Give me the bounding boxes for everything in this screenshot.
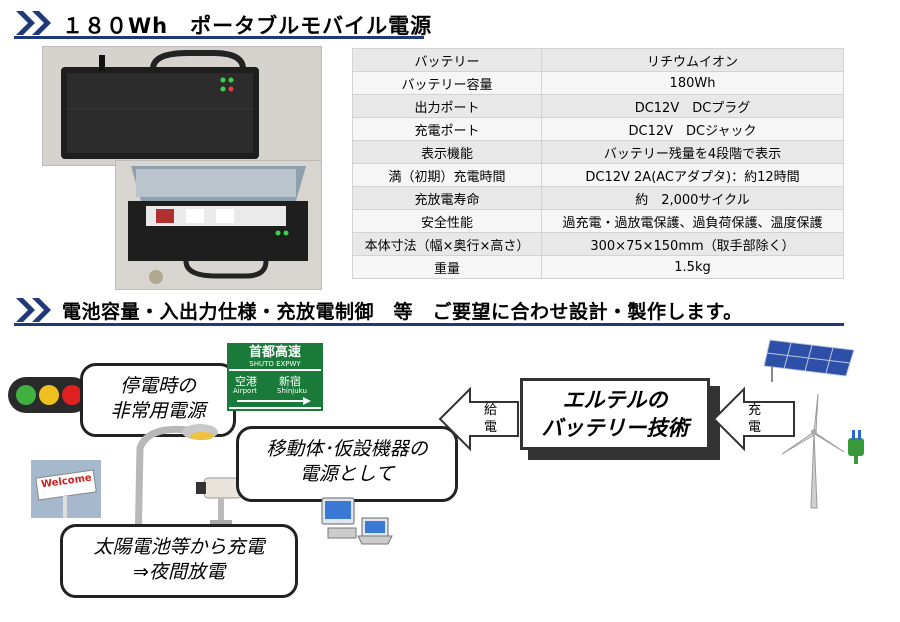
section-header-product: １８０Wh ポータブルモバイル電源 — [14, 8, 434, 39]
supply-arrow-icon — [438, 386, 519, 452]
bubble-text: 電源として — [299, 463, 395, 485]
double-chevron-icon — [16, 298, 51, 322]
center-title-line2: バッテリー技術 — [541, 416, 689, 440]
product-photo-open — [115, 160, 322, 290]
spec-value: 過充電・過放電保護、過負荷保護、温度保護 — [541, 209, 844, 233]
sign-right-en: Shinjuku — [277, 387, 307, 395]
bubble-text: 移動体･仮設機器の — [266, 438, 428, 460]
security-camera-icon — [196, 477, 243, 526]
table-row: バッテリーリチウムイオン — [352, 48, 844, 72]
welcome-sign: Welcome — [31, 460, 101, 518]
spec-value: DC12V DCプラグ — [541, 94, 844, 118]
billboard-icon — [31, 460, 101, 518]
spec-label: 表示機能 — [352, 140, 542, 164]
street-lamp-icon — [134, 424, 218, 549]
spec-value: 1.5kg — [541, 255, 844, 279]
spec-value: DC12V DCジャック — [541, 117, 844, 141]
charge-label: 充 電 — [748, 402, 761, 436]
spec-value: バッテリー残量を4段階で表示 — [541, 140, 844, 164]
spec-label: 安全性能 — [352, 209, 542, 233]
sign-left-en: Airport — [233, 387, 257, 395]
spec-label: 満（初期）充電時間 — [352, 163, 542, 187]
table-row: 充放電寿命約 2,000サイクル — [352, 186, 844, 210]
section-header-custom: 電池容量・入出力仕様・充放電制御 等 ご要望に合わせ設計・製作します。 — [14, 295, 854, 326]
header-rule — [14, 36, 424, 39]
product-title: １８０Wh ポータブルモバイル電源 — [62, 14, 433, 38]
spec-value: リチウムイオン — [541, 48, 844, 72]
sign-left-jp: 空港 — [235, 375, 257, 388]
charge-label-char: 電 — [748, 420, 762, 435]
highway-sign: 首都高速 SHUTO EXPWY 空港 Airport 新宿 Shinjuku — [227, 343, 323, 411]
bubble-text: ⇒夜間放電 — [133, 561, 225, 583]
sign-title: 首都高速 — [229, 345, 321, 360]
bubble-solar-charge: 太陽電池等から充電 ⇒夜間放電 — [60, 524, 298, 598]
spec-label: 重量 — [352, 255, 542, 279]
table-row: 本体寸法（幅×奥行×高さ）300×75×150mm（取手部除く） — [352, 232, 844, 256]
battery-case-closed-image — [43, 47, 321, 165]
bubble-text: 太陽電池等から充電 — [93, 536, 265, 558]
header-rule — [14, 323, 844, 326]
bubble-text: 停電時の — [119, 375, 196, 397]
spec-value: 180Wh — [541, 71, 844, 95]
traffic-light — [6, 373, 92, 417]
bubble-emergency-power: 停電時の 非常用電源 — [80, 363, 236, 437]
spec-label: 充電ポート — [352, 117, 542, 141]
spec-label: 本体寸法（幅×奥行×高さ） — [352, 232, 542, 256]
center-title-line1: エルテルの — [562, 388, 668, 412]
supply-label: 給 電 — [484, 402, 497, 436]
sign-right-jp: 新宿 — [279, 375, 301, 388]
bubble-mobile-power: 移動体･仮設機器の 電源として — [236, 426, 458, 502]
wind-turbine-icon — [781, 393, 845, 509]
supply-label-char: 電 — [484, 420, 498, 435]
spec-label: バッテリー — [352, 48, 542, 72]
charge-arrow-icon — [712, 386, 795, 452]
custom-design-title: 電池容量・入出力仕様・充放電制御 等 ご要望に合わせ設計・製作します。 — [62, 301, 743, 323]
product-photo-closed — [42, 46, 322, 166]
traffic-light-icon — [8, 377, 90, 413]
arrow-icon — [237, 397, 311, 405]
spec-label: バッテリー容量 — [352, 71, 542, 95]
solar-panel-icon — [763, 339, 855, 382]
sign-subtitle: SHUTO EXPWY — [229, 360, 321, 369]
bubble-text: 非常用電源 — [110, 400, 206, 422]
supply-label-char: 給 — [484, 403, 498, 418]
spec-value: 約 2,000サイクル — [541, 186, 844, 210]
battery-technology-box: エルテルの バッテリー技術 — [520, 378, 720, 460]
spec-label: 充放電寿命 — [352, 186, 542, 210]
spec-value: 300×75×150mm（取手部除く） — [541, 232, 844, 256]
charge-label-char: 充 — [748, 403, 762, 418]
table-row: 表示機能バッテリー残量を4段階で表示 — [352, 140, 844, 164]
power-plug-icon — [848, 430, 864, 464]
table-row: 安全性能過充電・過放電保護、過負荷保護、温度保護 — [352, 209, 844, 233]
spec-value: DC12V 2A(ACアダプタ)：約12時間 — [541, 163, 844, 187]
double-chevron-icon — [16, 11, 51, 35]
battery-case-open-image — [116, 161, 321, 289]
computer-icon — [321, 497, 393, 545]
spec-label: 出力ポート — [352, 94, 542, 118]
